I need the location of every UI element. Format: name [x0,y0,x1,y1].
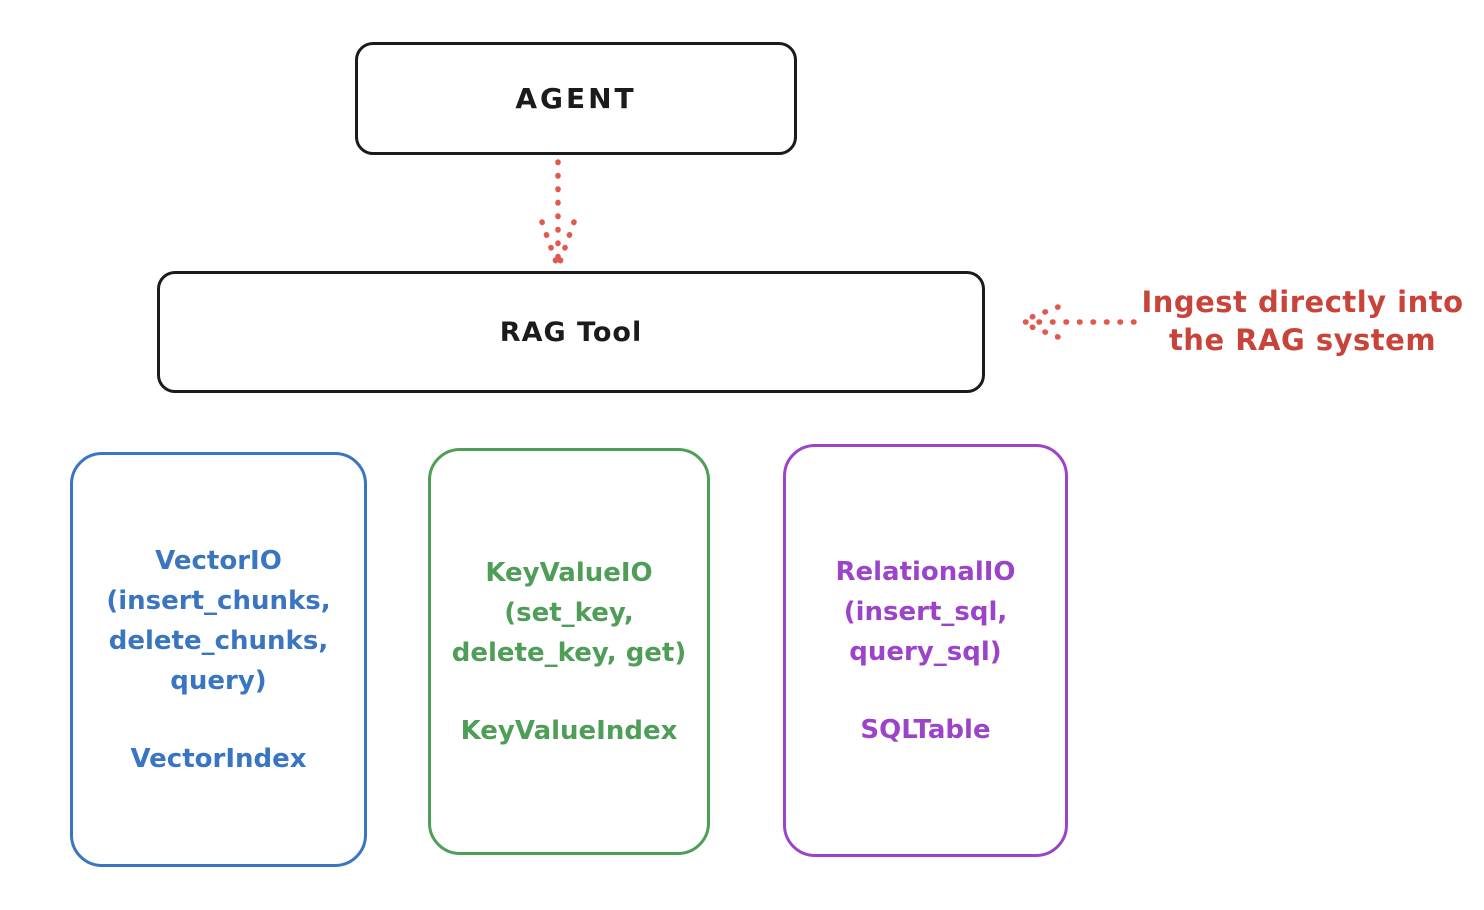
annotation-text: Ingest directly into the RAG system [1135,283,1470,359]
backend-line: delete_key, get) [451,637,687,668]
backend-index-label: SQLTable [860,714,991,745]
backend-line: (insert_chunks, [106,585,331,616]
rag-tool-box: RAG Tool [157,271,985,393]
backend-lines: KeyValueIO (set_key, delete_key, get) [452,553,687,673]
annotation-line-2: the RAG system [1168,323,1437,357]
rag-tool-box-label: RAG Tool [499,316,643,348]
backend-lines: VectorIO (insert_chunks, delete_chunks, … [106,541,330,701]
backend-line: (insert_sql, [843,596,1008,627]
backend-box-vector-io: VectorIO (insert_chunks, delete_chunks, … [70,452,367,867]
backend-line: query_sql) [849,636,1002,667]
backend-line: query) [170,665,267,696]
backend-line: delete_chunks, [108,625,329,656]
backend-line: KeyValueIO [485,557,653,588]
backend-box-key-value-io: KeyValueIO (set_key, delete_key, get) Ke… [428,448,710,855]
backend-line: (set_key, [504,597,634,628]
backend-line: VectorIO [155,545,282,576]
backend-box-relational-io: RelationalIO (insert_sql, query_sql) SQL… [783,444,1068,857]
backend-index-label: VectorIndex [130,743,307,774]
left-arrow-icon [1019,304,1137,340]
backend-lines: RelationalIO (insert_sql, query_sql) [835,552,1015,672]
down-arrow-icon [539,159,577,267]
agent-box: AGENT [355,42,797,155]
backend-index-label: KeyValueIndex [460,715,678,746]
backend-line: RelationalIO [835,556,1016,587]
annotation-line-1: Ingest directly into [1141,285,1464,319]
agent-box-label: AGENT [515,82,637,115]
